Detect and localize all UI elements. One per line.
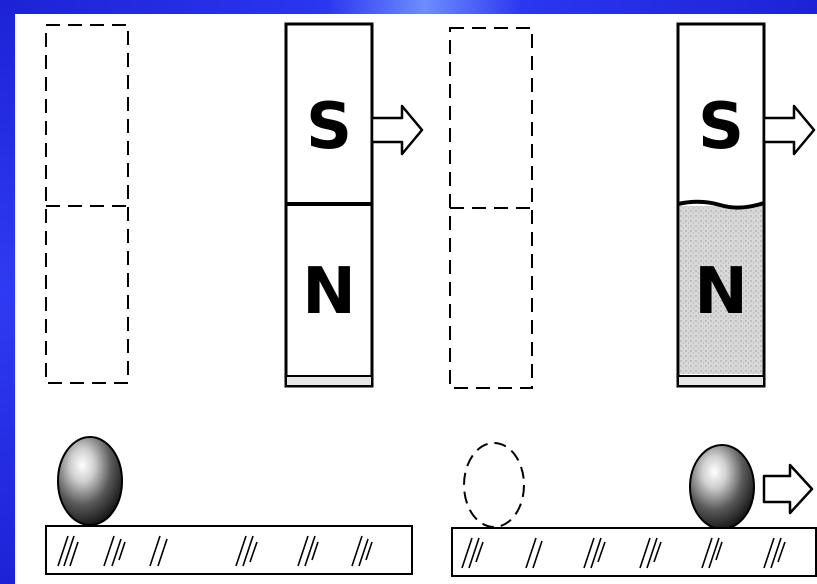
magnet-n-pole-label: N	[694, 255, 748, 329]
magnet-n-pole-label: N	[302, 255, 356, 329]
surface-after	[452, 528, 816, 576]
surface-before	[46, 526, 412, 574]
magnet-s-pole-label: S	[306, 90, 352, 164]
ghost-magnet-after	[450, 28, 532, 388]
panel-after: S N	[450, 24, 816, 576]
panel-before: S N	[46, 24, 422, 574]
ghost-magnet-before	[46, 25, 128, 383]
steel-ball-before	[58, 437, 122, 525]
magnet-motion-arrow-icon	[372, 106, 422, 154]
magnet-s-pole-label: S	[698, 90, 744, 164]
magnet-motion-arrow-icon	[764, 106, 814, 154]
ball-motion-arrow-icon	[764, 465, 812, 513]
bar-magnet-after: S N	[678, 24, 764, 386]
bar-magnet-before: S N	[286, 24, 372, 386]
steel-ball-after	[690, 445, 754, 529]
ghost-ball-after	[464, 443, 524, 527]
